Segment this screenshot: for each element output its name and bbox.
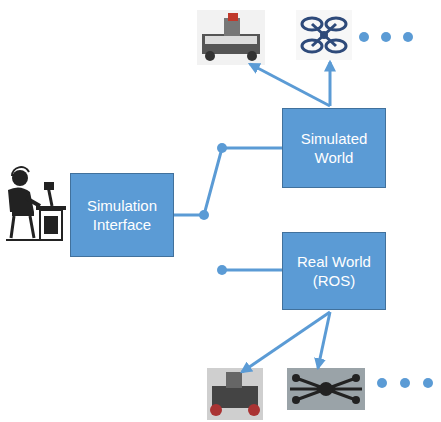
box-label: Simulated World xyxy=(283,125,385,172)
switch-contact xyxy=(217,265,282,275)
real-robot-picture xyxy=(207,368,263,420)
more-dots xyxy=(359,32,413,42)
user-icon xyxy=(6,167,66,240)
switch-contact xyxy=(199,210,209,220)
switch-connector xyxy=(174,148,282,215)
more-dots xyxy=(377,378,433,388)
process-box: Real World (ROS) xyxy=(282,232,386,310)
real-drone-picture xyxy=(287,368,365,410)
switch-contact xyxy=(217,143,227,153)
process-box: Simulated World xyxy=(282,108,386,188)
box-label: Simulation Interface xyxy=(71,192,173,239)
process-box: Simulation Interface xyxy=(70,173,174,257)
sim-drone-picture xyxy=(296,10,352,60)
box-label: Real World (ROS) xyxy=(283,248,385,295)
sim-robot-picture xyxy=(197,10,265,65)
